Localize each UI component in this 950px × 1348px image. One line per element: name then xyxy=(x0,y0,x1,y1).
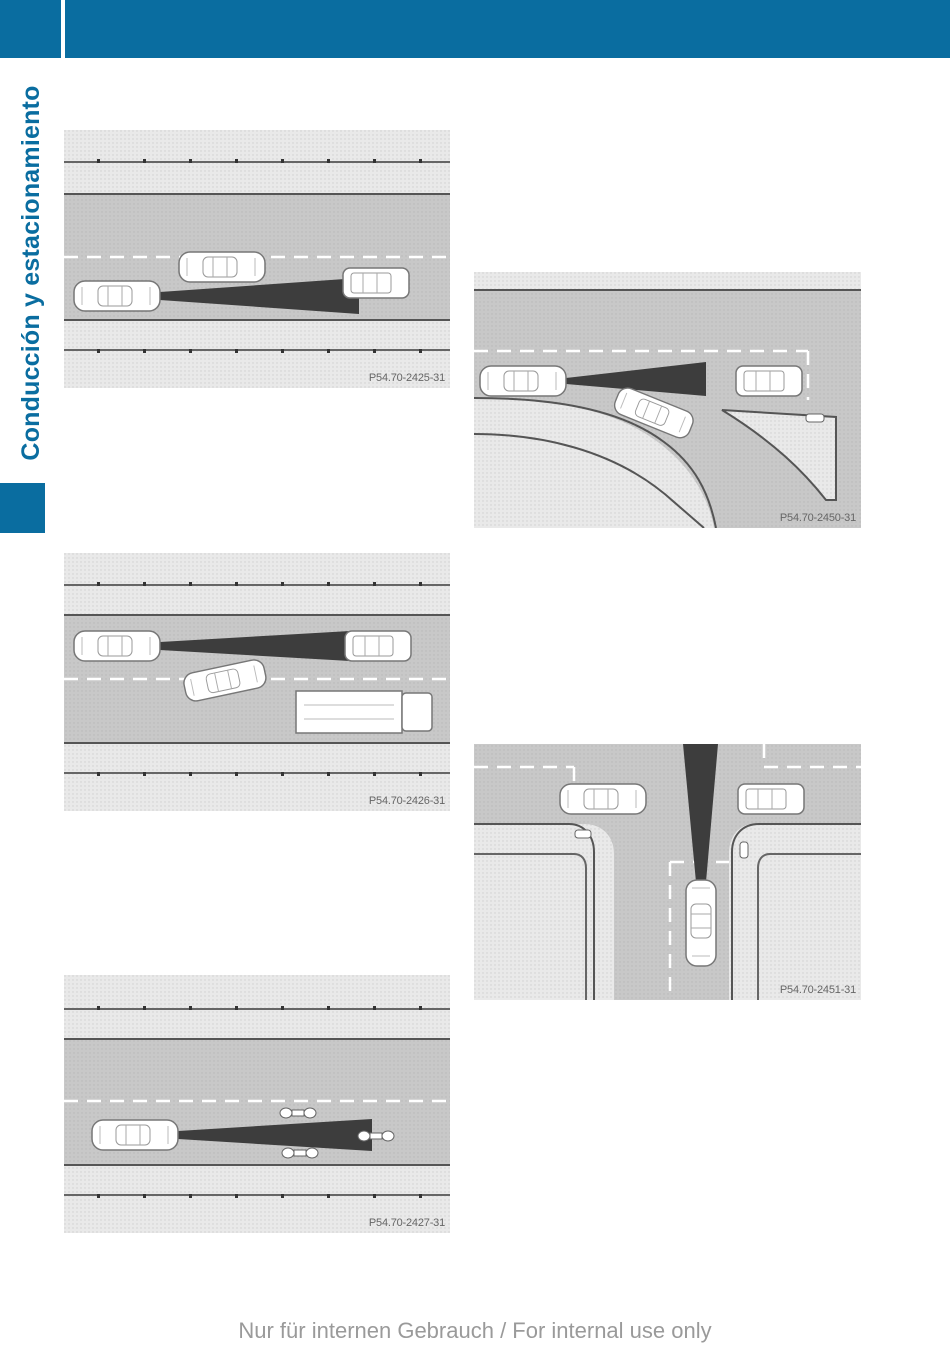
figure-2: P54.70-2426-31 xyxy=(64,553,450,811)
figure-3-illustration xyxy=(64,975,450,1233)
section-tab-marker xyxy=(0,483,45,533)
header-divider xyxy=(61,0,65,58)
figure-1: P54.70-2425-31 xyxy=(64,130,450,388)
figure-4: P54.70-2450-31 xyxy=(474,272,861,528)
figure-2-illustration xyxy=(64,553,450,811)
figure-5: P54.70-2451-31 xyxy=(474,744,861,1000)
figure-5-code: P54.70-2451-31 xyxy=(780,984,856,996)
figure-3-code: P54.70-2427-31 xyxy=(369,1217,445,1229)
figure-1-code: P54.70-2425-31 xyxy=(369,372,445,384)
footer-note: Nur für internen Gebrauch / For internal… xyxy=(0,1318,950,1344)
figure-3: P54.70-2427-31 xyxy=(64,975,450,1233)
figure-4-code: P54.70-2450-31 xyxy=(780,512,856,524)
figure-2-code: P54.70-2426-31 xyxy=(369,795,445,807)
header-bar xyxy=(0,0,950,58)
section-title: Conducción y estacionamiento xyxy=(11,63,51,483)
figure-5-illustration xyxy=(474,744,861,1000)
figure-1-illustration xyxy=(64,130,450,388)
figure-4-illustration xyxy=(474,272,861,528)
